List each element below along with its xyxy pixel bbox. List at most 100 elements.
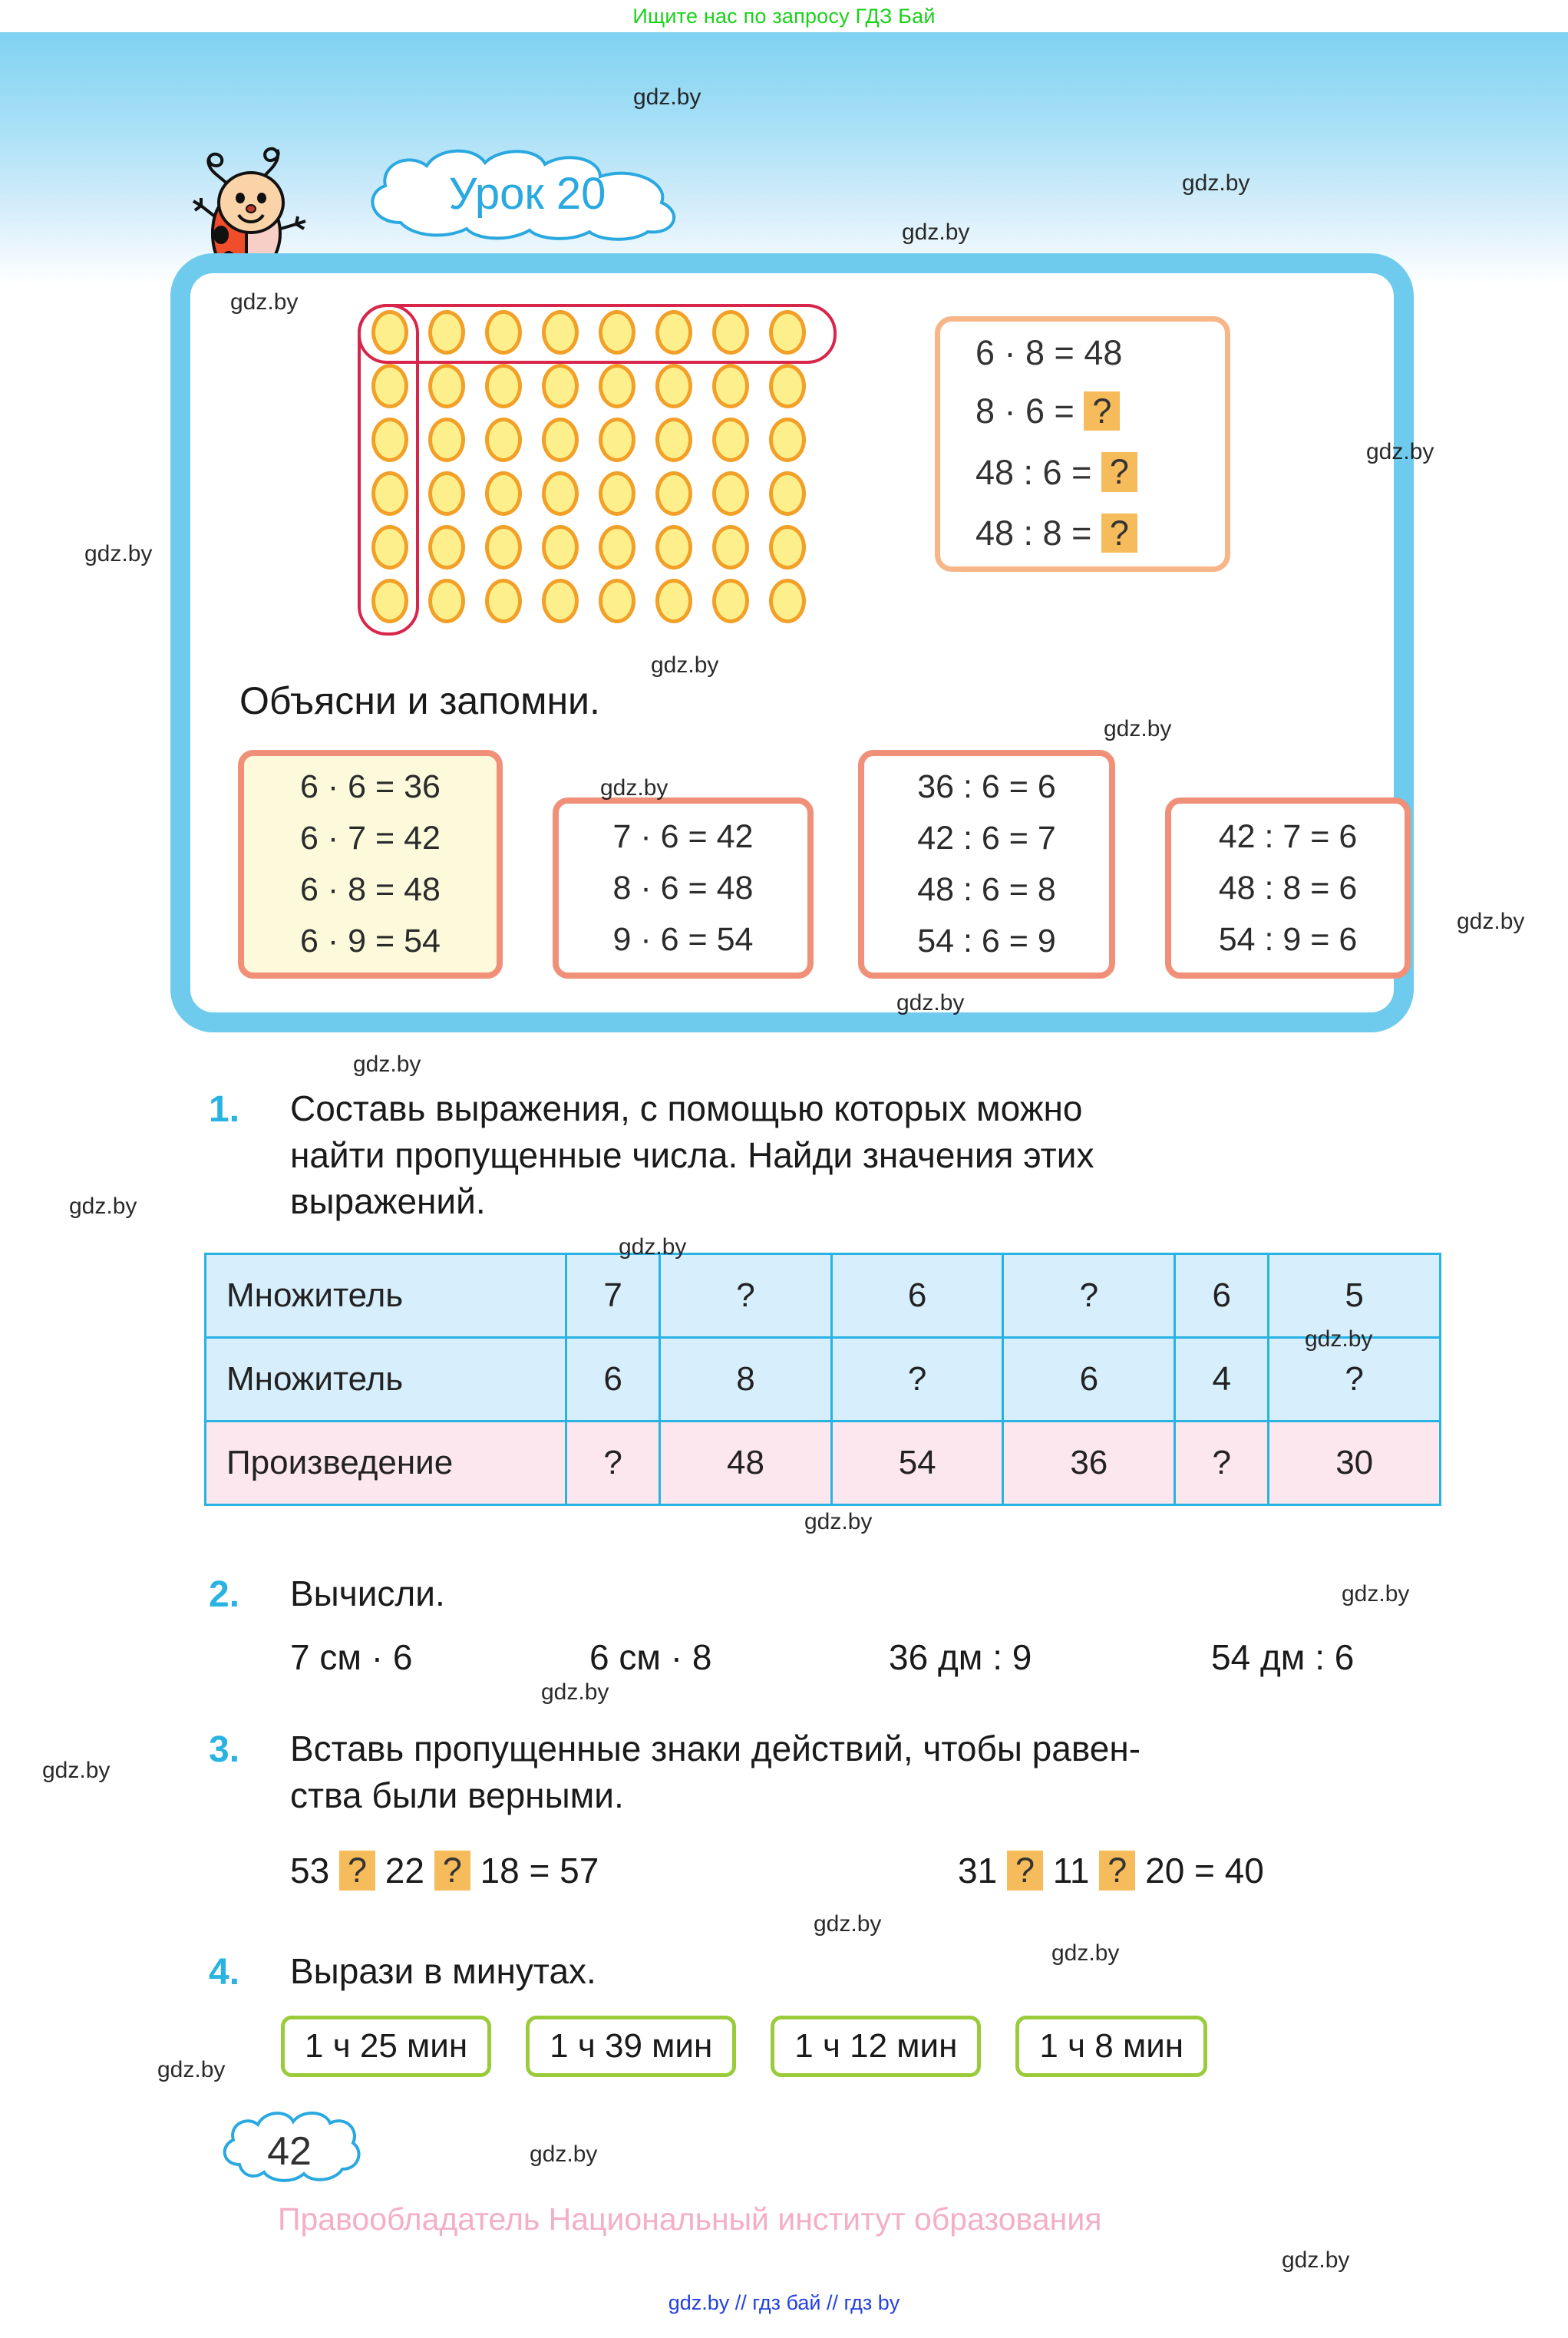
circle-cell [645,359,702,413]
instruction-line: Составь выражения, с помощью которых мож… [290,1088,1083,1128]
circle-cell [532,467,589,520]
time-value-box: 1 ч 12 мин [771,2016,982,2077]
circle-icon [542,418,579,462]
circle-cell [361,520,418,574]
table-cell-question[interactable]: ? [659,1253,833,1339]
exercise-4-number: 4. [209,1952,240,1993]
circles-array-diagram [361,305,830,632]
instruction-line: найти пропущенные числа. Найди значения … [290,1134,1094,1175]
formula-line: 48 : 8 = 6 [1218,869,1358,906]
circle-cell [702,359,759,413]
instruction-line: ства были верными. [290,1775,624,1815]
circle-icon [542,471,579,516]
circle-icon [655,418,692,462]
callout-equation-left: 8 · 6 = [975,391,1084,431]
circle-cell [589,359,645,413]
circle-cell [418,359,475,413]
question-placeholder[interactable]: ? [338,1851,375,1891]
circle-icon [655,525,692,570]
circles-row [361,467,830,520]
equation-part: 20 = 40 [1135,1851,1264,1891]
question-placeholder[interactable]: ? [1101,452,1137,492]
watermark: gdz.by [1342,1581,1410,1607]
formula-line: 48 : 6 = 8 [917,871,1056,908]
circle-cell [418,467,475,520]
circle-cell [418,305,475,359]
circle-icon [371,525,408,570]
table-cell-question[interactable]: ? [1174,1420,1270,1506]
bottom-links[interactable]: gdz.by // гдз бай // гдз by [668,2291,900,2314]
callout-equation: 48 : 8 = ? [940,513,1225,553]
circle-cell [759,413,816,467]
circle-cell [702,467,759,520]
circle-icon [712,471,749,516]
circle-icon [371,471,408,516]
circle-cell [589,305,645,359]
table-cell-value: 4 [1174,1336,1270,1422]
circle-icon [769,418,806,462]
watermark: gdz.by [157,2057,226,2082]
callout-equation: 48 : 6 = ? [940,452,1225,492]
watermark: gdz.by [69,1194,137,1219]
watermark: gdz.by [651,652,719,678]
circle-icon [769,364,806,408]
table-cell-value: 6 [564,1336,662,1422]
circle-cell [532,305,589,359]
table-cell-value: 6 [830,1253,1005,1339]
watermark: gdz.by [896,990,965,1015]
table-cell-question[interactable]: ? [830,1336,1005,1422]
circle-cell [418,520,475,574]
exercise-1-instruction: Составь выражения, с помощью которых мож… [290,1085,1438,1225]
highlight-frame-row [358,304,837,364]
circle-cell [645,305,702,359]
circle-cell [759,359,816,413]
question-placeholder[interactable]: ? [1101,513,1137,553]
circle-icon [371,418,408,462]
circle-icon [769,310,806,355]
copyright-line: Правообладатель Национальный институт об… [278,2201,1102,2237]
question-placeholder[interactable]: ? [434,1851,470,1891]
question-placeholder[interactable]: ? [1084,391,1121,431]
question-placeholder[interactable]: ? [1099,1851,1136,1891]
callout-equation: 6 · 8 = 48 [940,335,1225,370]
circle-icon [485,471,522,516]
circle-cell [361,413,418,467]
equation-part: 22 [375,1851,434,1891]
watermark: gdz.by [1104,716,1172,741]
circle-icon [428,418,465,462]
watermark: gdz.by [1182,170,1250,196]
circle-cell [759,520,816,574]
circle-icon [655,579,692,623]
circle-cell [589,467,645,520]
watermark: gdz.by [804,1509,873,1534]
circle-cell [645,574,702,628]
circle-cell [532,359,589,413]
watermark: gdz.by [1282,2247,1350,2273]
circle-icon [599,364,635,408]
time-value-box: 1 ч 39 мин [526,2016,737,2077]
circle-icon [655,364,692,408]
page-number-text: 42 [267,2129,312,2174]
instruction-line: Вставь пропущенные знаки действий, чтобы… [290,1729,1141,1768]
callout-equation-left: 6 · 8 = [975,333,1084,373]
question-placeholder[interactable]: ? [1006,1851,1043,1891]
circle-cell [418,413,475,467]
circle-cell [475,413,532,467]
callout-equation-result: 48 [1084,333,1123,373]
circle-icon [485,310,522,355]
formula-line: 6 · 8 = 48 [300,871,441,908]
exercise-4-instruction: Вырази в минутах. [290,1951,596,1991]
table-cell-question[interactable]: ? [1267,1336,1441,1422]
table-cell-question[interactable]: ? [1002,1253,1177,1339]
circle-cell [532,413,589,467]
watermark: gdz.by [1051,1940,1120,1966]
circle-icon [485,418,522,462]
watermark: gdz.by [42,1758,111,1783]
table-cell-question[interactable]: ? [564,1420,662,1506]
